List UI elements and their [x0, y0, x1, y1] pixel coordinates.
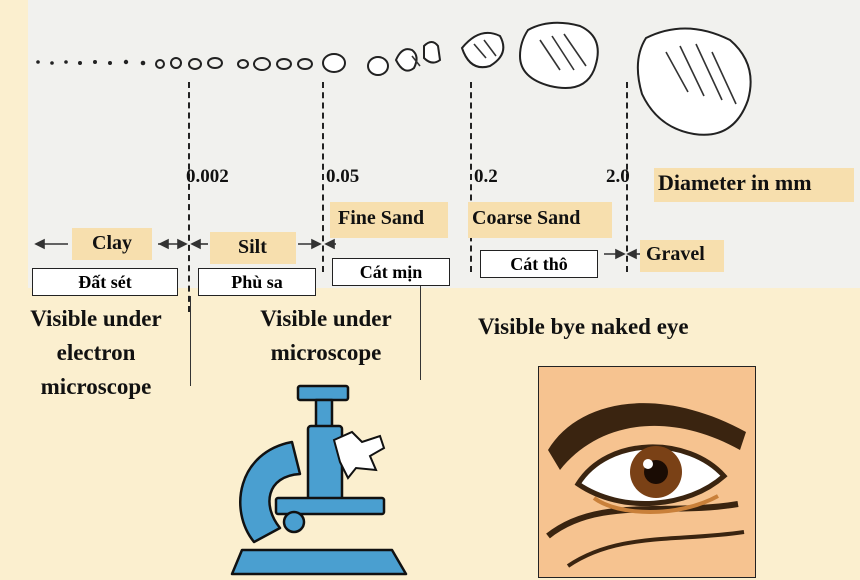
- vi-label-fine-sand: Cát mịn: [332, 258, 450, 286]
- visibility-light-microscope: Visible under microscope: [236, 302, 416, 370]
- vi-label-silt: Phù sa: [198, 268, 316, 296]
- visibility-electron-microscope: Visible under electron microscope: [10, 302, 182, 404]
- divider-electron: [190, 296, 191, 386]
- range-arrows: [0, 0, 860, 300]
- vi-label-clay: Đất sét: [32, 268, 178, 296]
- microscope-icon: [228, 382, 428, 578]
- divider-microscope: [420, 286, 421, 380]
- eye-icon: [538, 366, 756, 578]
- visibility-naked-eye: Visible bye naked eye: [478, 314, 689, 340]
- vi-label-coarse-sand: Cát thô: [480, 250, 598, 278]
